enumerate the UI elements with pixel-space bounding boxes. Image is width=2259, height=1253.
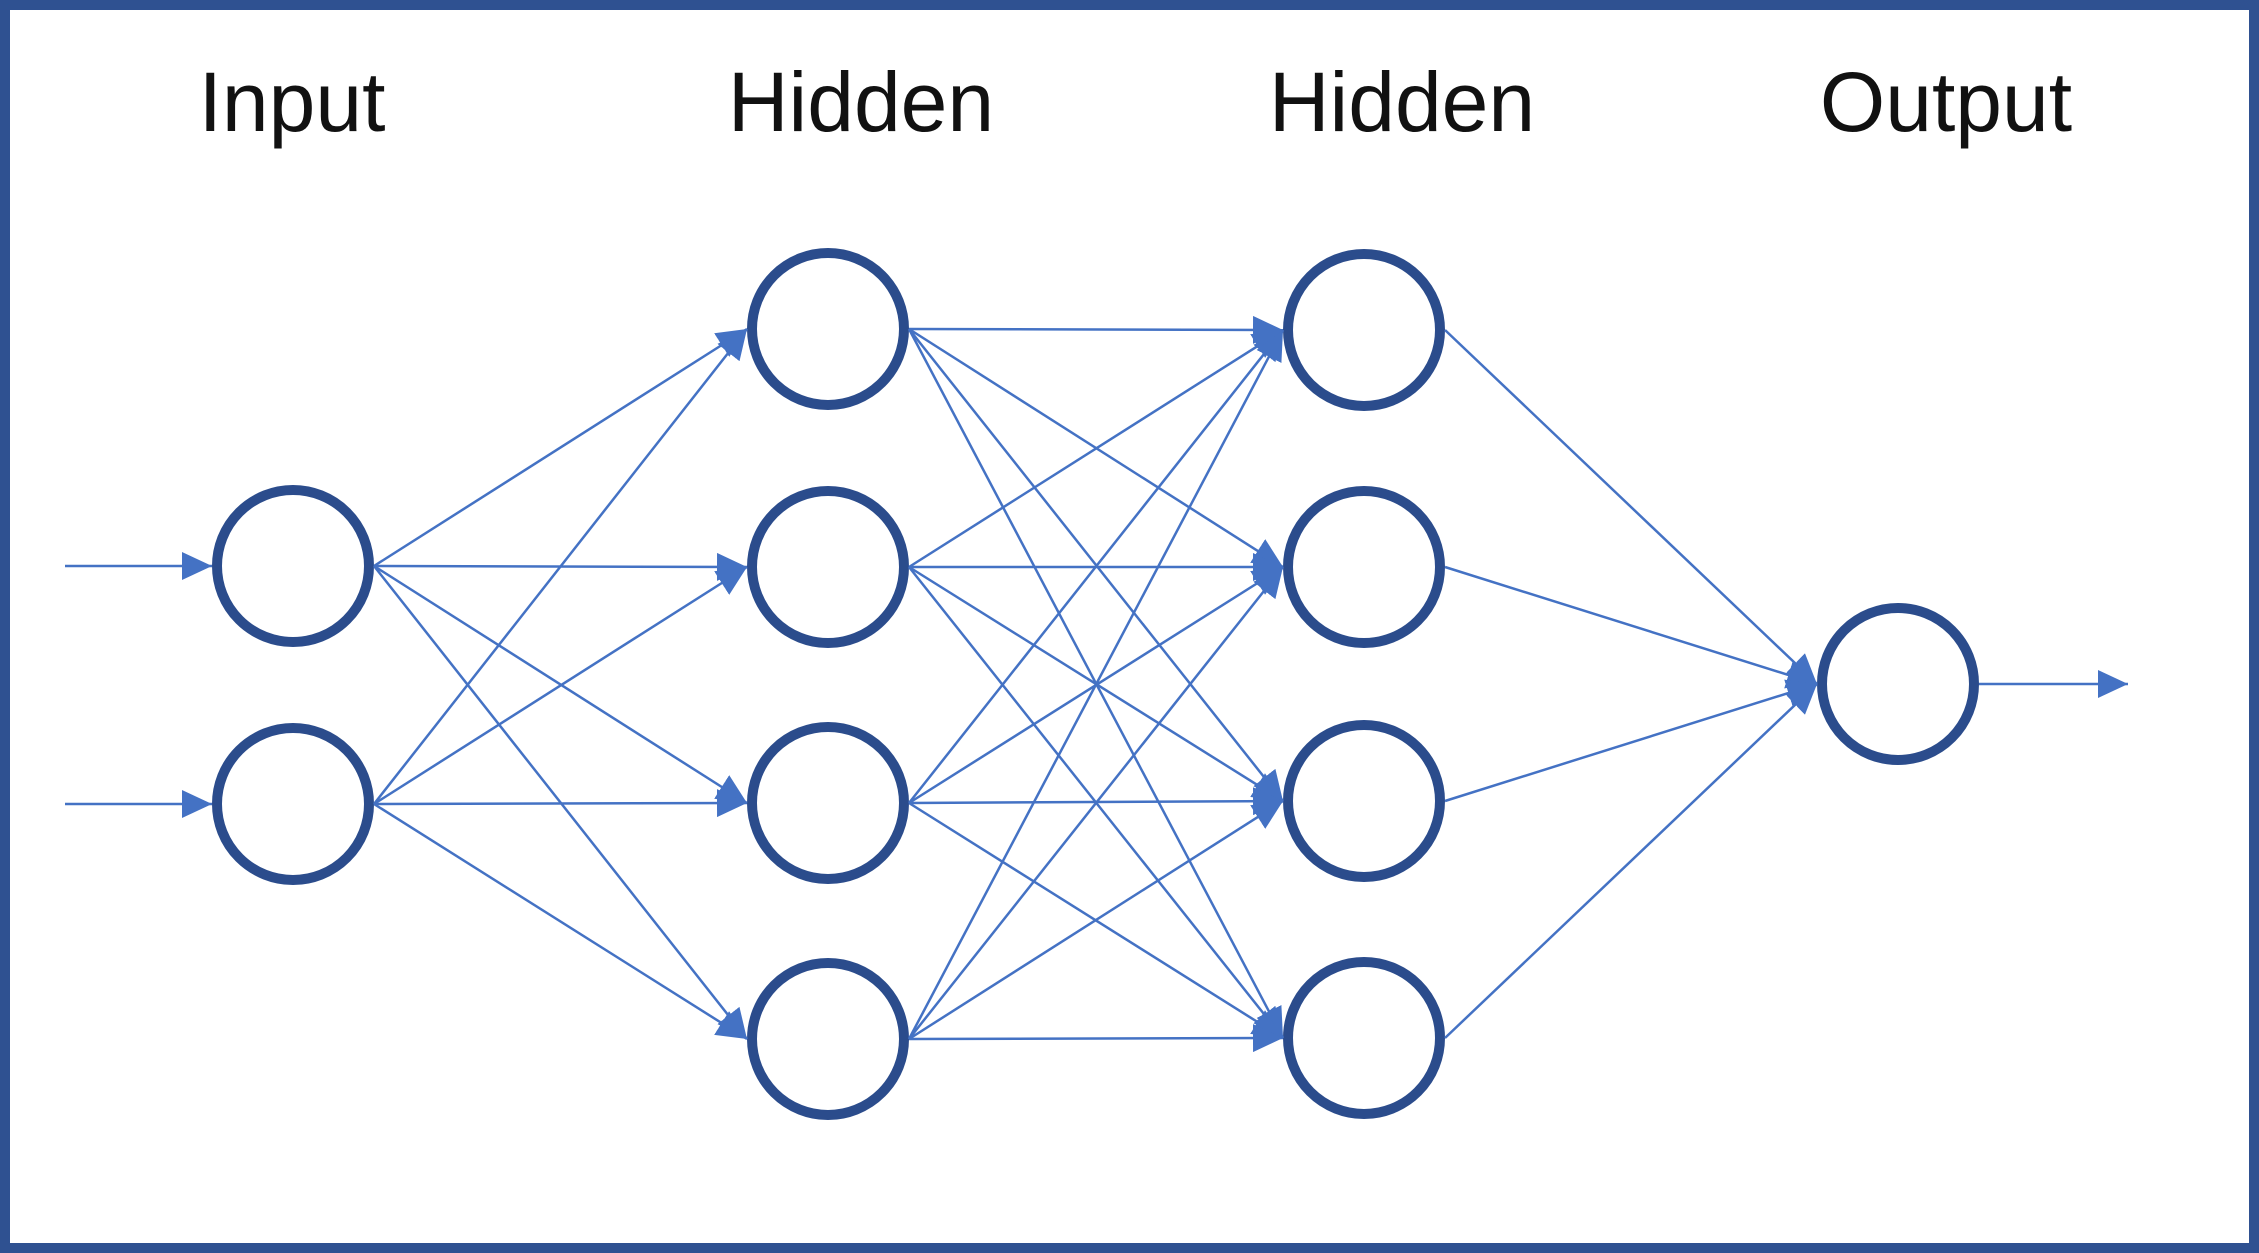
edge-hidden-1-4-to-hidden-2-2 (908, 566, 1284, 1040)
edge-hidden-2-1-to-output-1 (1444, 329, 1818, 685)
edge-hidden-1-4-to-hidden-2-4 (908, 1024, 1284, 1053)
layer-label-hidden-1: Hidden (727, 55, 995, 149)
edge-input-2-to-hidden-1-3 (373, 789, 748, 818)
layer-label-hidden-2: Hidden (1268, 55, 1536, 149)
nodes-group (212, 248, 1979, 1120)
edge-hidden-2-3-to-output-1 (1444, 679, 1818, 803)
edge-hidden-1-3-to-hidden-2-1 (908, 329, 1284, 804)
node-hidden-2-1 (1283, 249, 1445, 411)
edge-hidden-1-2-to-hidden-2-1 (908, 328, 1284, 569)
node-hidden-1-1 (747, 248, 909, 410)
node-hidden-1-4 (747, 958, 909, 1120)
node-hidden-1-2 (747, 486, 909, 648)
edge-input-1-to-hidden-1-1 (373, 327, 748, 568)
edge-input-2-to-hidden-1-1 (373, 328, 748, 805)
node-input-1 (212, 485, 374, 647)
node-hidden-2-3 (1283, 720, 1445, 882)
node-hidden-2-4 (1283, 957, 1445, 1119)
edge-input-2-to-hidden-1-2 (373, 565, 748, 806)
edge-input-2-to-hidden-1-4 (373, 802, 748, 1041)
node-hidden-1-3 (747, 722, 909, 884)
edge-hidden-1-4-to-hidden-2-3 (908, 799, 1284, 1041)
edges-group (65, 315, 2128, 1053)
node-output-1 (1817, 603, 1979, 765)
node-input-2 (212, 723, 374, 885)
node-hidden-2-2 (1283, 486, 1445, 648)
edge-hidden-1-1-to-hidden-2-1 (908, 315, 1284, 344)
edge-hidden-1-4-to-hidden-2-1 (907, 329, 1285, 1040)
edge-hidden-2-2-to-output-1 (1444, 565, 1818, 689)
edge-hidden-2-4-to-output-1 (1444, 683, 1818, 1039)
layer-label-input: Input (198, 55, 386, 149)
layer-label-output: Output (1819, 55, 2073, 149)
